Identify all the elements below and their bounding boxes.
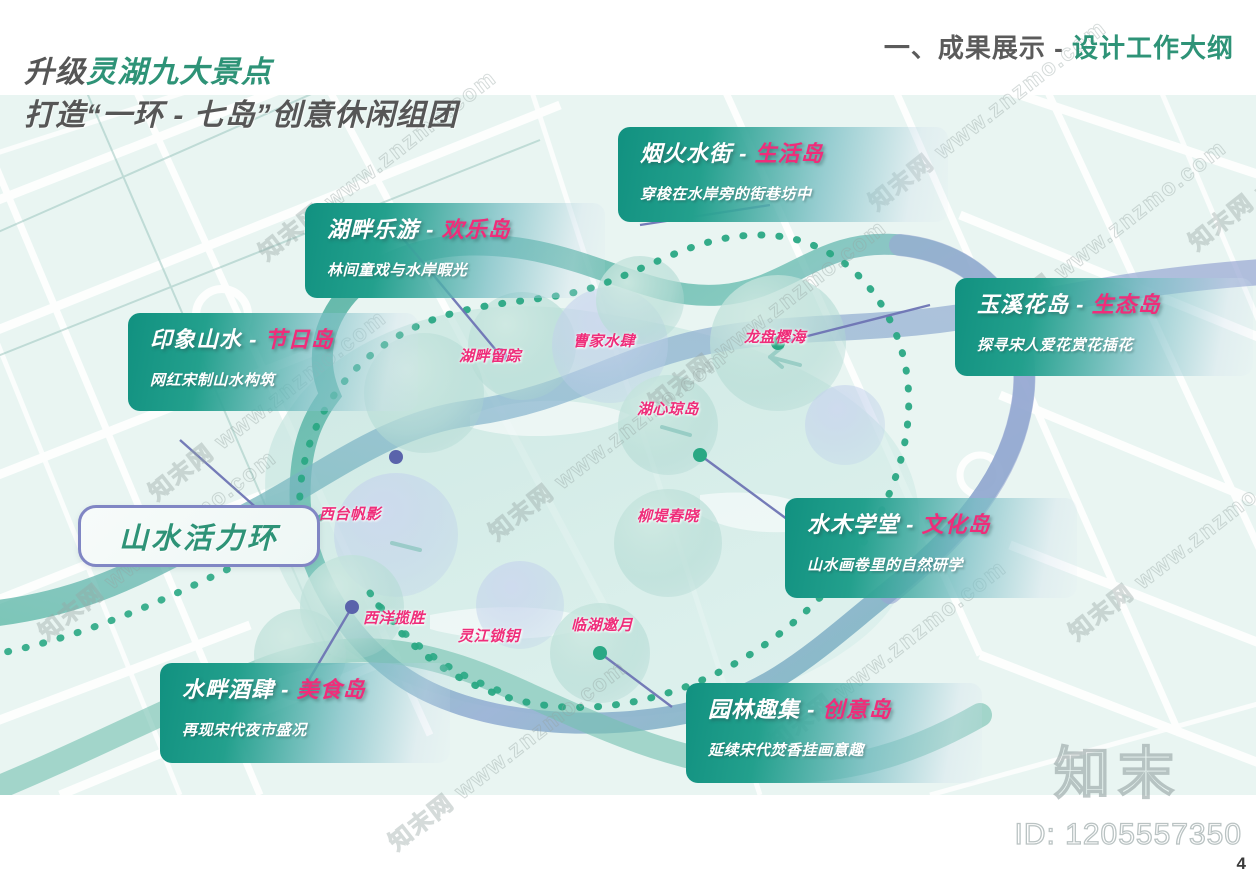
- card-desc: 穿梭在水岸旁的街巷坊中: [640, 186, 812, 204]
- card-sep: -: [419, 217, 442, 242]
- card-sep: -: [899, 512, 922, 537]
- card-sep: -: [732, 141, 755, 166]
- card-name: 水畔酒肆: [182, 677, 275, 702]
- spot-label-longpanyinghai[interactable]: 龙盘樱海: [744, 329, 807, 346]
- asset-id-watermark: ID: 1205557350: [1014, 817, 1242, 851]
- title-line-1: 升级灵湖九大景点: [24, 52, 458, 95]
- card-name: 水木学堂: [807, 512, 900, 537]
- spot-label-huxinqiongdao[interactable]: 湖心琼岛: [637, 401, 700, 418]
- header-prefix: 一、成果展示 -: [883, 33, 1072, 63]
- card-desc: 网红宋制山水构筑: [150, 372, 275, 390]
- card-name: 湖畔乐游: [327, 217, 420, 242]
- card-sep: -: [1069, 292, 1092, 317]
- card-island: 美食岛: [296, 677, 366, 702]
- callout-card-yuxi-huadao[interactable]: 玉溪花岛 - 生态岛 探寻宋人爱花赏花插花: [955, 278, 1253, 376]
- card-title: 印象山水 - 节日岛: [150, 327, 400, 353]
- card-desc: 再现宋代夜市盛况: [182, 722, 307, 740]
- spot-label-linhuyaoyue[interactable]: 临湖邀月: [571, 617, 634, 634]
- spot-label-hupanliuzong[interactable]: 湖畔留踪: [459, 348, 522, 365]
- card-island: 文化岛: [921, 512, 991, 537]
- spot-label-caojiashuisi[interactable]: 曹家水肆: [573, 333, 636, 350]
- card-desc: 林间童戏与水岸暇光: [327, 262, 468, 280]
- spot-label-liudichunxiao[interactable]: 柳堤春晓: [637, 508, 700, 525]
- card-name: 园林趣集: [708, 697, 801, 722]
- brand-watermark: 知末: [1053, 741, 1182, 806]
- page-number: 4: [1236, 854, 1246, 873]
- spot-label-xiyanglansheng[interactable]: 西洋揽胜: [363, 610, 426, 627]
- card-title: 玉溪花岛 - 生态岛: [977, 292, 1235, 318]
- ring-label-text: 山水活力环: [118, 523, 279, 555]
- spot-label-xitaifanying[interactable]: 西台帆影: [319, 506, 382, 523]
- card-island: 生态岛: [1091, 292, 1161, 317]
- callout-card-shuimu-xuetang[interactable]: 水木学堂 - 文化岛 山水画卷里的自然研学: [785, 498, 1077, 598]
- card-name: 印象山水: [150, 327, 243, 352]
- callout-card-hupan-leyou[interactable]: 湖畔乐游 - 欢乐岛 林间童戏与水岸暇光: [305, 203, 605, 298]
- card-island: 生活岛: [754, 141, 824, 166]
- card-desc: 山水画卷里的自然研学: [807, 557, 964, 575]
- ring-label-box[interactable]: 山水活力环: [78, 505, 320, 567]
- card-sep: -: [274, 677, 297, 702]
- card-title: 烟火水街 - 生活岛: [640, 141, 930, 167]
- title-line-1-accent: 灵湖九大景点: [86, 56, 272, 89]
- card-desc: 探寻宋人爱花赏花插花: [977, 337, 1134, 355]
- card-sep: -: [800, 697, 823, 722]
- page-title: 升级灵湖九大景点 打造“一环 - 七岛”创意休闲组团: [24, 52, 458, 137]
- callout-card-yanhuo-shuijie[interactable]: 烟火水街 - 生活岛 穿梭在水岸旁的街巷坊中: [618, 127, 948, 222]
- slide-header: 一、成果展示 - 设计工作大纲: [884, 28, 1234, 65]
- card-title: 水木学堂 - 文化岛: [807, 512, 1059, 538]
- title-line-1-plain: 升级: [24, 56, 86, 89]
- card-sep: -: [242, 327, 265, 352]
- card-title: 园林趣集 - 创意岛: [708, 697, 964, 723]
- title-line-2: 打造“一环 - 七岛”创意休闲组团: [24, 98, 458, 132]
- card-island: 节日岛: [264, 327, 334, 352]
- callout-card-shuipan-jiusi[interactable]: 水畔酒肆 - 美食岛 再现宋代夜市盛况: [160, 663, 450, 763]
- card-island: 欢乐岛: [441, 217, 511, 242]
- card-title: 水畔酒肆 - 美食岛: [182, 677, 432, 703]
- callout-card-yuanlin-quji[interactable]: 园林趣集 - 创意岛 延续宋代焚香挂画意趣: [686, 683, 982, 783]
- card-island: 创意岛: [822, 697, 892, 722]
- card-title: 湖畔乐游 - 欢乐岛: [327, 217, 587, 243]
- card-desc: 延续宋代焚香挂画意趣: [708, 742, 865, 760]
- header-accent: 设计工作大纲: [1071, 33, 1234, 63]
- callout-card-yinxiang-shanshui[interactable]: 印象山水 - 节日岛 网红宋制山水构筑: [128, 313, 418, 411]
- card-name: 玉溪花岛: [977, 292, 1070, 317]
- spot-label-lingjiangsuoyue[interactable]: 灵江锁钥: [458, 628, 521, 645]
- card-name: 烟火水街: [640, 141, 733, 166]
